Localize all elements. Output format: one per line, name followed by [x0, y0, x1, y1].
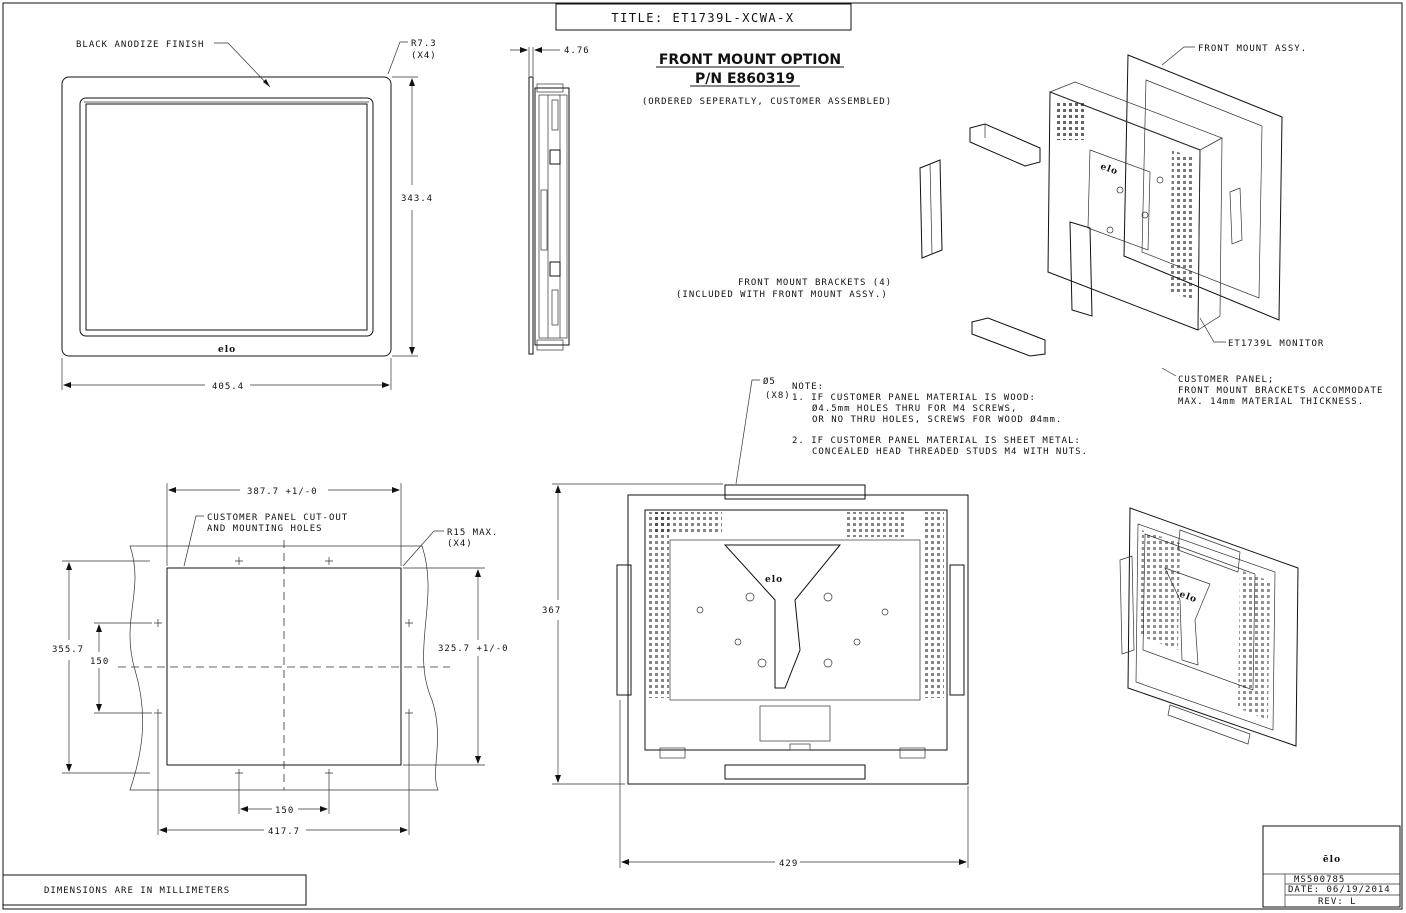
note-header: NOTE: [792, 382, 824, 392]
rear-height-dim: 367 [542, 606, 561, 616]
cutout-bottom-inner-dim: 150 [275, 806, 294, 816]
exploded-iso-view: FRONT MOUNT ASSY. elo ET1739L MONITOR [676, 44, 1383, 407]
radius-qty: (X4) [411, 51, 437, 61]
front-mount-bracket-icon [1229, 187, 1243, 245]
note-line-1: 1. IF CUSTOMER PANEL MATERIAL IS WOOD: [792, 393, 1036, 403]
customer-panel-label-2: FRONT MOUNT BRACKETS ACCOMMODATE [1178, 386, 1383, 396]
side-view: 4.76 [510, 46, 590, 355]
drawing-revision: REV: L [1318, 897, 1357, 907]
hole-diameter: Ø5 [763, 376, 776, 387]
note-line-2: Ø4.5mm HOLES THRU FOR M4 SCREWS, [812, 403, 1017, 414]
cutout-inner-dim: 150 [90, 657, 109, 667]
elo-logo-icon: elo [218, 345, 236, 355]
svg-text:elo: elo [1099, 162, 1119, 178]
title-text: TITLE: ET1739L-XCWA-X [611, 11, 794, 25]
rear-view: elo 367 429 [542, 483, 969, 869]
cutout-label-2: AND MOUNTING HOLES [207, 524, 323, 534]
brackets-label: FRONT MOUNT BRACKETS (4) [738, 278, 892, 288]
svg-text:elo: elo [765, 575, 783, 585]
customer-panel-label-3: MAX. 14mm MATERIAL THICKNESS. [1178, 397, 1364, 407]
cutout-view: 387.7 +1/-0 CUSTOMER PANEL CUT-OUT AND M… [52, 483, 509, 837]
rear-width-dim: 429 [779, 859, 798, 869]
cutout-radius-label: R15 MAX. [447, 528, 498, 538]
front-mount-bracket-icon [919, 159, 943, 259]
cutout-radius-qty: (X4) [447, 539, 473, 549]
front-view: elo BLACK ANODIZE FINISH R7.3 (X4) 343.4… [61, 39, 437, 392]
svg-text:elo: elo [1178, 590, 1198, 606]
front-width-dim: 405.4 [212, 382, 244, 392]
front-mount-part-number: P/N E860319 [695, 71, 795, 87]
radius-label: R7.3 [411, 39, 437, 49]
finish-label: BLACK ANODIZE FINISH [76, 40, 204, 50]
front-height-dim: 343.4 [401, 194, 433, 204]
title-box: TITLE: ET1739L-XCWA-X [555, 3, 852, 31]
monitor-label: ET1739L MONITOR [1228, 339, 1324, 349]
footer: DIMENSIONS ARE IN MILLIMETERS ēlo MS5007… [2, 825, 1401, 908]
front-mount-note: (ORDERED SEPERATLY, CUSTOMER ASSEMBLED) [642, 97, 892, 107]
note-line-4: 2. IF CUSTOMER PANEL MATERIAL IS SHEET M… [792, 436, 1081, 446]
hole-qty: (X8) [765, 391, 791, 401]
front-mount-bracket-icon [969, 123, 1041, 167]
cutout-label-1: CUSTOMER PANEL CUT-OUT [207, 513, 348, 523]
front-mount-option-header: FRONT MOUNT OPTION P/N E860319 (ORDERED … [642, 52, 892, 107]
drawing-number: MS500785 [1294, 875, 1345, 885]
cutout-right-dim: 325.7 +1/-0 [438, 644, 509, 654]
elo-brand-logo: ēlo [1323, 855, 1341, 865]
cutout-top-dim: 387.7 +1/-0 [247, 487, 318, 497]
front-mount-bracket-icon [971, 317, 1046, 357]
front-mount-assy-label: FRONT MOUNT ASSY. [1198, 44, 1307, 54]
units-note: DIMENSIONS ARE IN MILLIMETERS [44, 886, 230, 896]
side-depth-dim: 4.76 [564, 46, 590, 56]
note-line-5: CONCEALED HEAD THREADED STUDS M4 WITH NU… [812, 447, 1088, 457]
note-line-3: OR NO THRU HOLES, SCREWS FOR WOOD Ø4mm. [812, 414, 1062, 425]
cutout-left-dim: 355.7 [52, 645, 84, 655]
iso-rear-view: elo [1119, 507, 1299, 747]
notes: Ø5 (X8) NOTE: 1. IF CUSTOMER PANEL MATER… [735, 376, 1088, 485]
front-mount-heading: FRONT MOUNT OPTION [659, 52, 841, 68]
drawing-date: DATE: 06/19/2014 [1288, 885, 1391, 895]
customer-panel-label-1: CUSTOMER PANEL; [1178, 375, 1274, 385]
brackets-note: (INCLUDED WITH FRONT MOUNT ASSY.) [676, 290, 888, 300]
cutout-bottom-dim: 417.7 [268, 827, 300, 837]
